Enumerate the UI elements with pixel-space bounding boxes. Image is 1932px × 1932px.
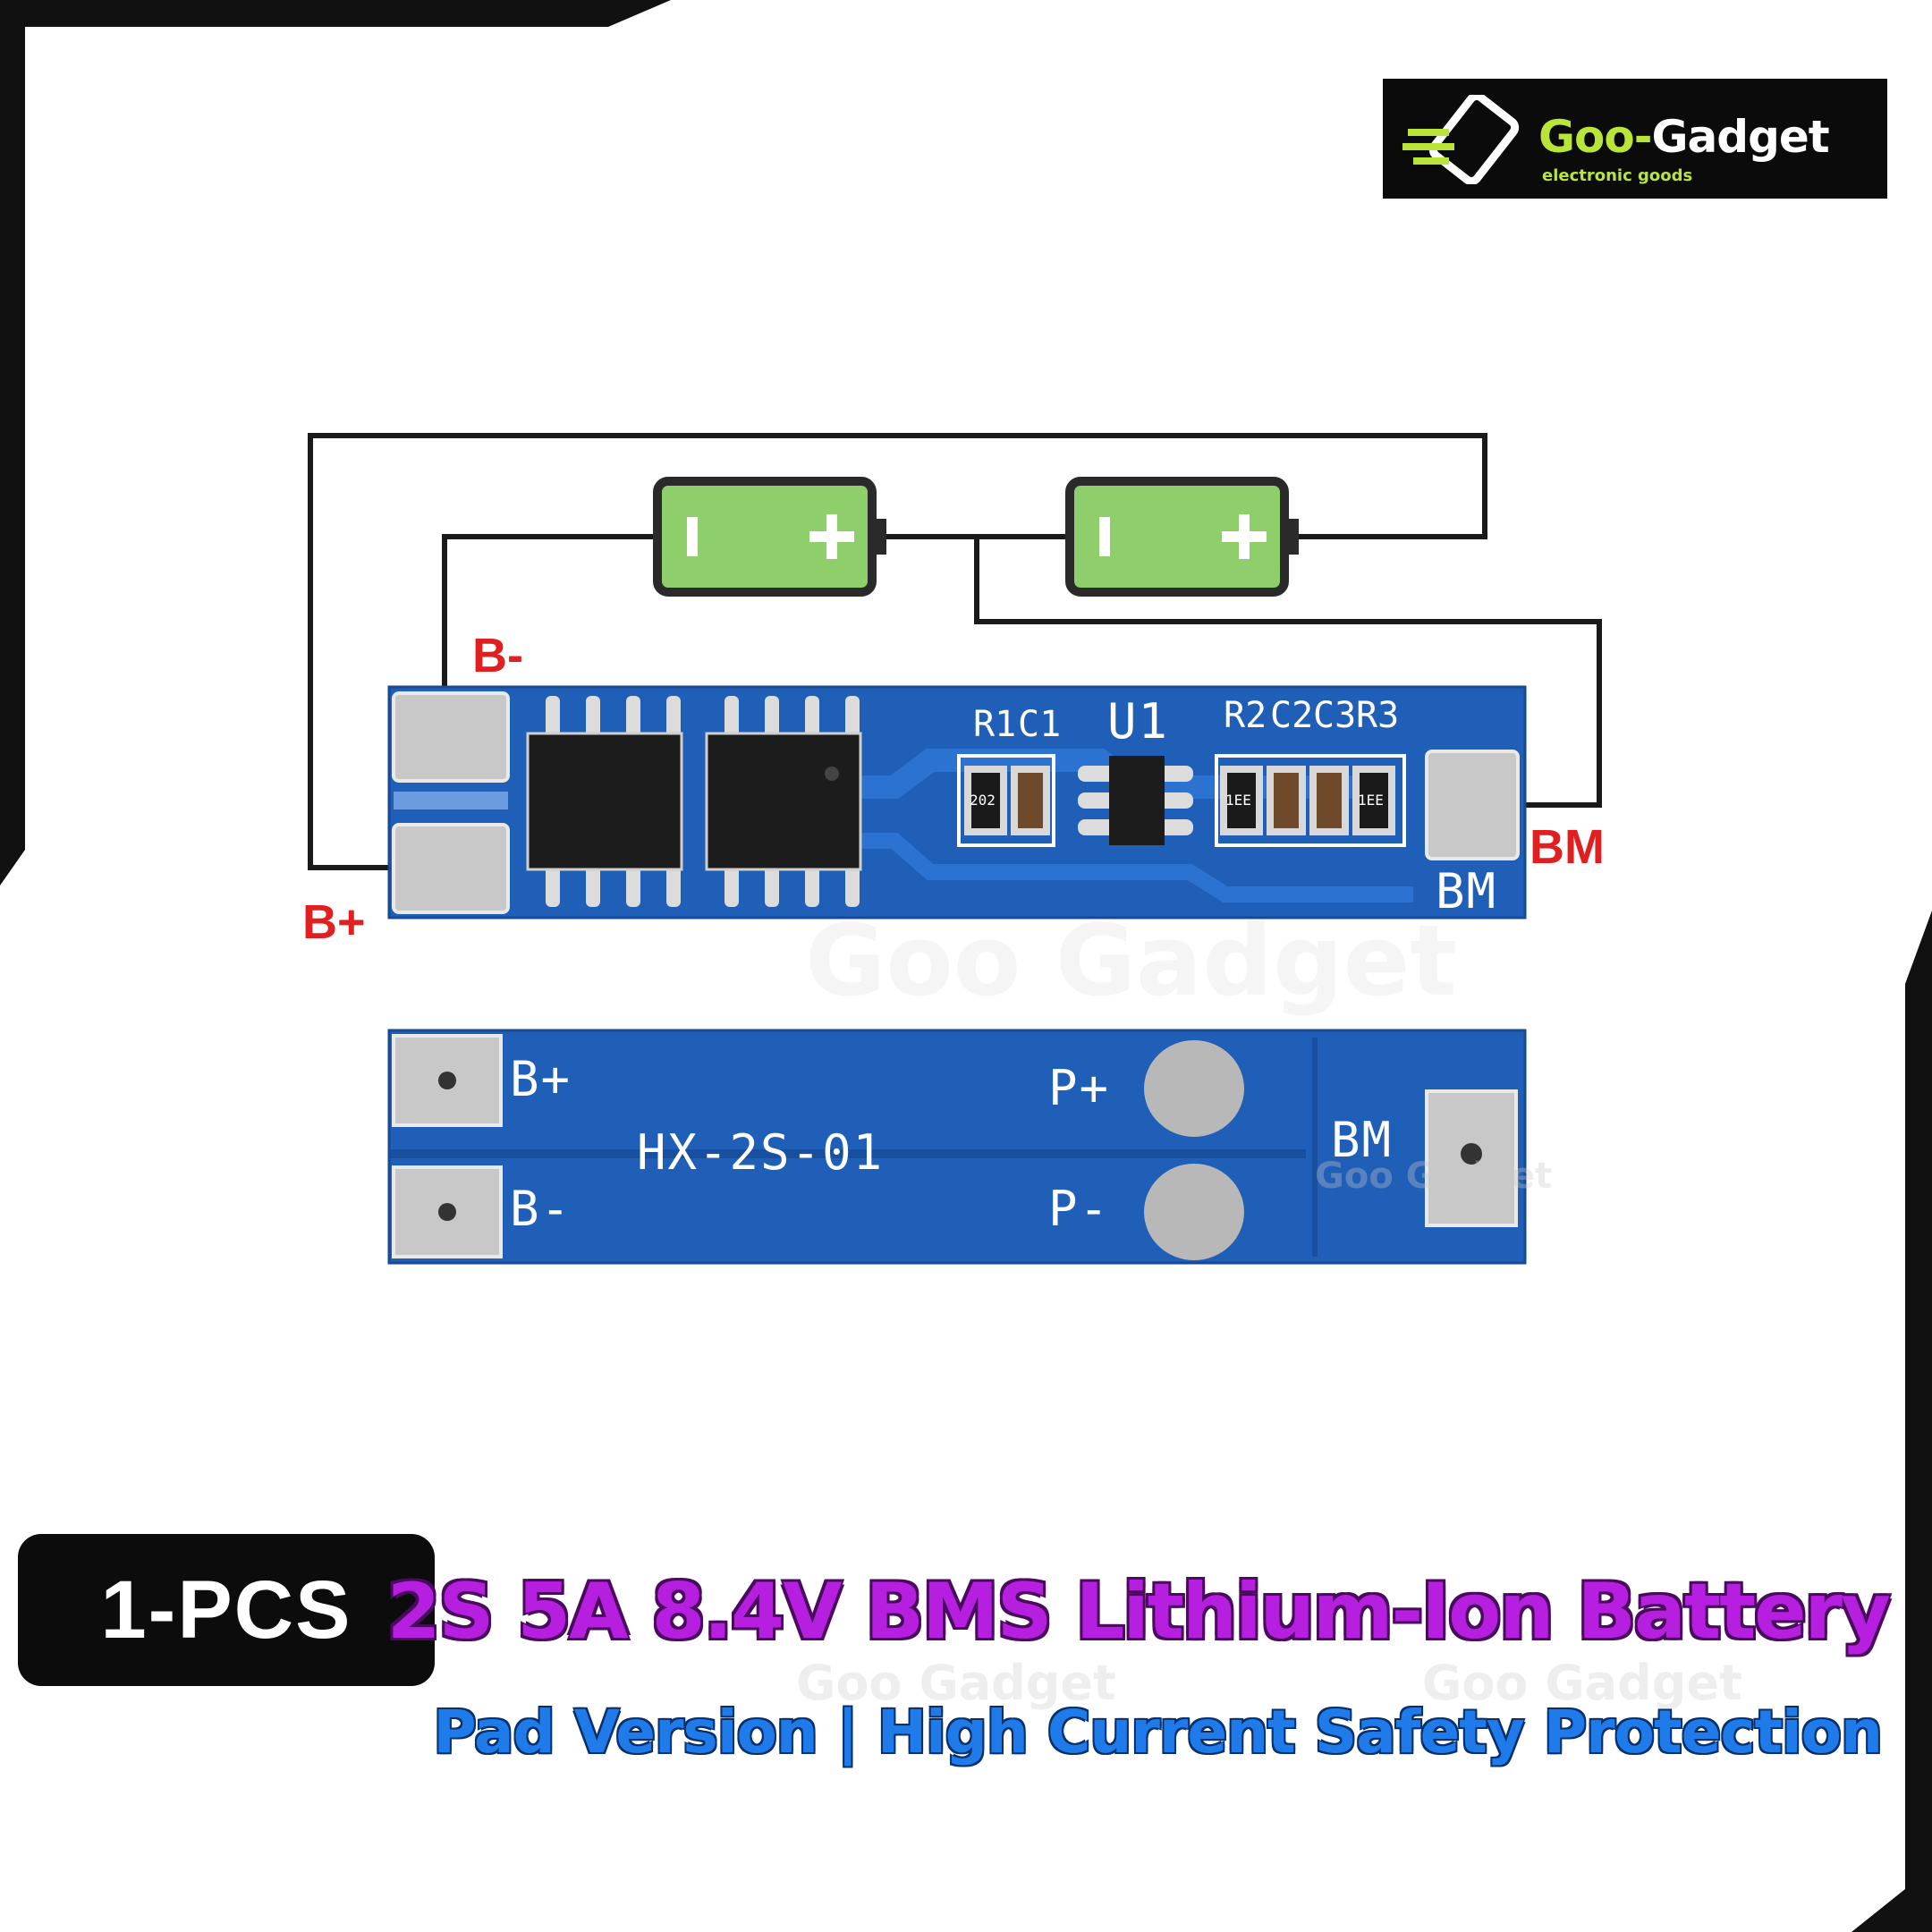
silk-p-plus: P+ <box>1048 1060 1111 1116</box>
label-b-plus: B+ <box>302 895 366 949</box>
silk-bottom-bm: BM <box>1331 1112 1394 1168</box>
logo-fast-phone-icon <box>1402 95 1520 184</box>
silk-c2: C2 <box>1270 695 1314 736</box>
logo-word-gadget: Gadget <box>1651 111 1830 163</box>
silk-model-number: HX-2S-01 <box>637 1124 885 1181</box>
silk-bottom-b-plus: B+ <box>510 1051 572 1107</box>
logo-word-goo: Goo- <box>1538 111 1652 163</box>
silk-c3: C3 <box>1313 695 1357 736</box>
quantity-text: 1-PCS <box>100 1563 352 1656</box>
resistor-code-r3: 1EE <box>1358 792 1384 809</box>
battery-cell-1 <box>653 477 886 597</box>
pcb-bottom-side <box>387 1029 1527 1265</box>
silk-r1: R1 <box>973 704 1017 745</box>
resistor-code-r2: 1EE <box>1225 792 1251 809</box>
logo-wordmark: Goo-Gadget <box>1538 111 1830 163</box>
product-subtitle: Pad Version | High Current Safety Protec… <box>433 1698 1883 1767</box>
silk-r3: R3 <box>1356 695 1400 736</box>
watermark-center: Goo Gadget <box>805 903 1457 1018</box>
silk-u1: U1 <box>1107 693 1170 750</box>
watermark-small: Goo Gadget <box>1315 1156 1553 1197</box>
watermark-banner-right: Goo Gadget <box>1422 1655 1742 1711</box>
label-b-minus: B- <box>472 629 523 682</box>
brand-logo: Goo-Gadget electronic goods <box>1383 79 1887 199</box>
battery-cell-2 <box>1065 477 1299 597</box>
quantity-badge: 1-PCS <box>18 1534 435 1686</box>
pcb-top-side <box>387 685 1527 919</box>
product-title: 2S 5A 8.4V BMS Lithium-Ion Battery <box>386 1567 1891 1657</box>
silk-c1: C1 <box>1018 704 1062 745</box>
label-bm: BM <box>1530 820 1605 874</box>
logo-tagline: electronic goods <box>1542 166 1693 185</box>
silk-bm-top: BM <box>1436 863 1498 919</box>
silk-r2: R2 <box>1224 695 1267 736</box>
watermark-banner-left: Goo Gadget <box>796 1655 1116 1711</box>
silk-p-minus: P- <box>1048 1181 1111 1237</box>
resistor-code-r1: 202 <box>970 792 996 809</box>
silk-bottom-b-minus: B- <box>510 1181 572 1237</box>
